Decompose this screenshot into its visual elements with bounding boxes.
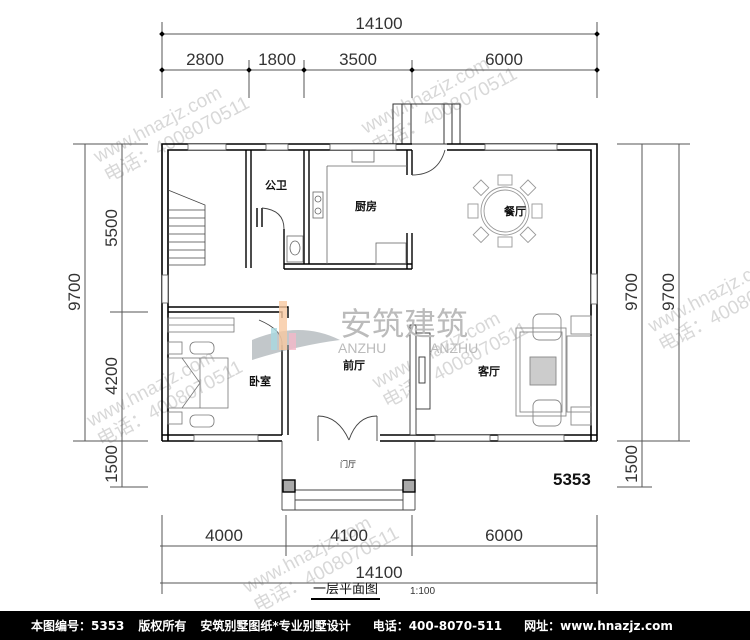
dim-top-total: 14100 — [355, 14, 402, 33]
room-label-toilet: 公卫 — [265, 179, 287, 192]
staircase — [167, 189, 206, 266]
dim-left-2: 4200 — [102, 357, 121, 395]
dim-left-total: 9700 — [65, 273, 84, 311]
dim-bottom-3: 6000 — [485, 526, 523, 545]
plan-scale: 1:100 — [410, 586, 436, 597]
dining-table — [467, 174, 543, 248]
exterior-walls — [161, 143, 598, 442]
dim-right-bottom: 1500 — [622, 445, 641, 483]
logo-text-en-right: ANZHU — [430, 340, 478, 356]
living-room-sofa — [515, 313, 592, 427]
top-dimensions — [160, 22, 598, 98]
footer-website[interactable]: 网址：www.hnazjz.com — [524, 619, 673, 633]
doors — [258, 149, 446, 441]
logo-text-en-left: ANZHU — [338, 340, 386, 356]
room-label-bedroom: 卧室 — [249, 374, 271, 388]
dim-left-3: 1500 — [102, 445, 121, 483]
bedroom-furniture — [167, 317, 235, 428]
footer-drawing-no: 本图编号：5353 — [31, 619, 125, 633]
porch — [281, 441, 416, 511]
room-label-living: 客厅 — [477, 364, 500, 378]
rear-steps — [392, 103, 461, 145]
right-dimensions — [617, 143, 690, 488]
dim-top-2: 1800 — [258, 50, 296, 69]
windows — [161, 143, 598, 442]
footer-copyright: 版权所有 — [138, 619, 187, 633]
dim-left-1: 5500 — [102, 209, 121, 247]
room-label-dining: 餐厅 — [503, 204, 526, 218]
room-label-kitchen: 厨房 — [355, 199, 377, 213]
dim-right-outer: 9700 — [659, 273, 678, 311]
dim-bottom-2: 4100 — [330, 526, 368, 545]
plan-code: 5353 — [553, 470, 591, 489]
dim-bottom-1: 4000 — [205, 526, 243, 545]
room-label-front-hall: 前厅 — [343, 358, 365, 372]
dim-top-4: 6000 — [485, 50, 523, 69]
footer-slogan: 安筑别墅图纸*专业别墅设计 — [200, 619, 351, 633]
dim-right-inner: 9700 — [622, 273, 641, 311]
dim-top-1: 2800 — [186, 50, 224, 69]
bottom-dimensions — [160, 515, 598, 594]
dim-top-3: 3500 — [339, 50, 377, 69]
logo-text-cn: 安筑建筑 — [340, 305, 468, 343]
brand-logo: 安筑建筑 ANZHU ANZHU — [252, 301, 478, 360]
left-dimensions — [73, 143, 148, 488]
tv-wall — [409, 324, 431, 436]
plan-title: 一层平面图 — [311, 582, 381, 600]
dim-bottom-total: 14100 — [355, 563, 402, 582]
kitchen-fixtures — [286, 149, 407, 265]
footer-phone: 电话：400-8070-511 — [372, 619, 503, 633]
footer-bar: 本图编号：5353 版权所有 安筑别墅图纸*专业别墅设计 电话：400-8070… — [0, 611, 750, 640]
room-label-porch: 门厅 — [340, 459, 356, 469]
dim-ticks — [159, 31, 600, 73]
